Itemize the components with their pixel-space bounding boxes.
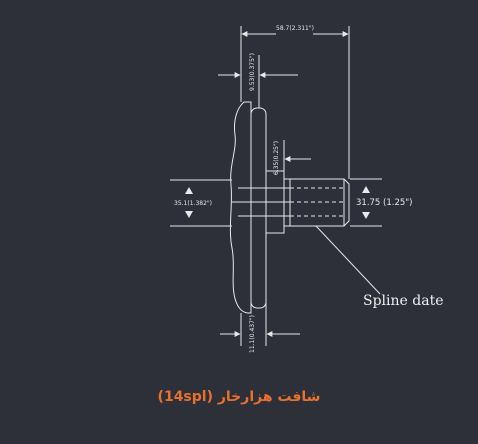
spline-leader xyxy=(315,225,381,295)
top-offset-label: 9.53(0.375") xyxy=(249,53,256,91)
flange-dia-arrow-down xyxy=(185,211,193,218)
collar-width-label: 6.35(0.25") xyxy=(273,141,280,175)
spline-dia-arrow-up xyxy=(362,186,370,193)
figure-caption: شافت هزارخار (14spl) xyxy=(157,389,321,405)
overall-length-label: 58.7(2.311") xyxy=(276,25,314,32)
spline-dia-arrow-down xyxy=(362,212,370,219)
flange-dia-arrow-up xyxy=(185,187,193,194)
spline-shaft-outline xyxy=(284,178,350,227)
spline-diameter-label: 31.75 (1.25") xyxy=(356,198,413,208)
flange-outline xyxy=(229,101,252,314)
bottom-offset-label: 11.1(0.437") xyxy=(249,315,256,353)
hub-outline xyxy=(250,107,267,309)
flange-diameter-label: 35.1(1.382") xyxy=(174,200,212,207)
spline-callout-label: Spline date xyxy=(363,293,443,309)
